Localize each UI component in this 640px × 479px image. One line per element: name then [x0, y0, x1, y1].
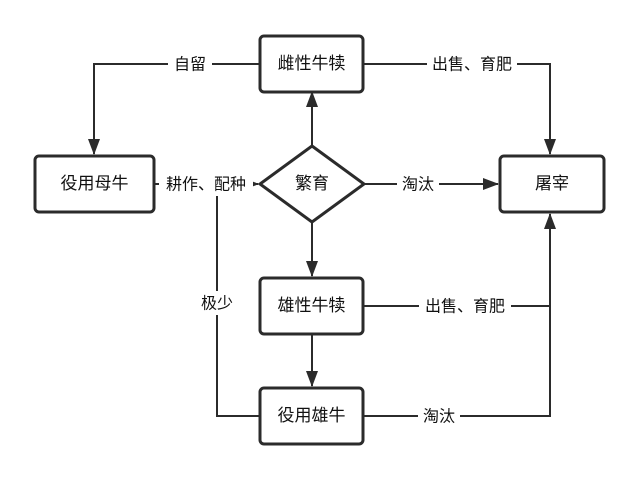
node-bull-calf: 雄性牛犊	[258, 276, 365, 336]
edge-label-sell-fatten-bottom: 出售、育肥	[425, 297, 505, 316]
nodes: 雌性牛犊 役用母牛 繁育 屠宰 雄性牛犊 役用雄牛	[33, 34, 606, 446]
node-breeding-label: 繁育	[295, 174, 329, 194]
node-draft-cow-label: 役用母牛	[61, 174, 129, 194]
edge-label-very-few: 极少	[201, 294, 233, 313]
node-heifer-calf-label: 雌性牛犊	[278, 54, 346, 74]
node-draft-cow: 役用母牛	[33, 154, 156, 214]
edge-label-cull-middle: 淘汰	[402, 175, 434, 194]
edge-heifer-to-slaughter	[363, 63, 556, 155]
label-heifer-to-cow: 自留	[168, 52, 212, 76]
edge-label-zi-liu: 自留	[174, 55, 206, 74]
label-bull-calf-to-slaughter: 出售、育肥	[419, 294, 511, 318]
edge-heifer-to-cow	[88, 63, 260, 155]
label-breed-to-slaughter: 淘汰	[397, 172, 439, 196]
label-ox-to-slaughter: 淘汰	[418, 404, 460, 428]
label-heifer-to-slaughter: 出售、育肥	[427, 52, 517, 76]
edge-labels: 自留 出售、育肥 耕作、配种 淘汰 极少 出售、育肥 淘汰	[159, 52, 517, 428]
node-breeding-decision: 繁育	[257, 144, 367, 224]
label-ox-to-breed: 极少	[196, 291, 238, 315]
edge-label-farm-mating: 耕作、配种	[166, 175, 246, 194]
node-slaughter: 屠宰	[498, 154, 606, 214]
edge-label-sell-fatten-top: 出售、育肥	[432, 55, 512, 74]
edge-label-cull-bottom: 淘汰	[423, 407, 455, 426]
node-bull-calf-label: 雄性牛犊	[278, 296, 346, 316]
edges	[88, 63, 556, 417]
label-cow-to-breed: 耕作、配种	[159, 172, 253, 196]
node-slaughter-label: 屠宰	[535, 174, 569, 194]
node-draft-ox: 役用雄牛	[258, 386, 365, 446]
node-heifer-calf: 雌性牛犊	[258, 34, 365, 94]
node-draft-ox-label: 役用雄牛	[278, 406, 346, 426]
